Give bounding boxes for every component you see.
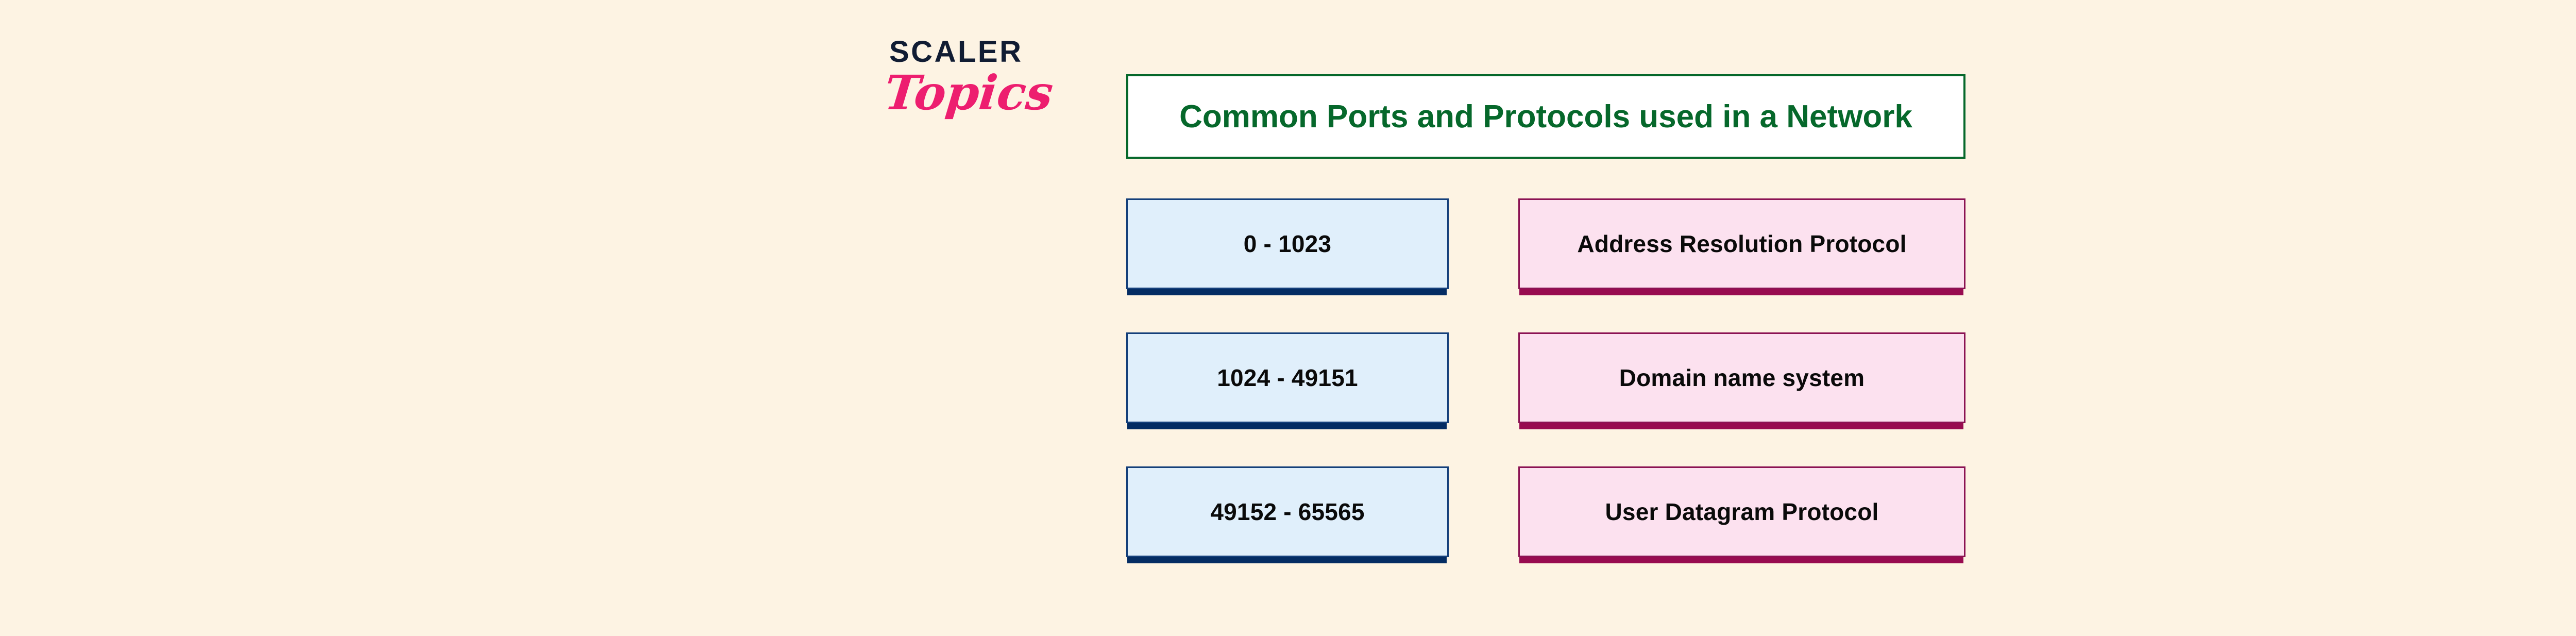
- port-range-card-2-underbar: [1127, 423, 1447, 429]
- table-row: 1024 - 49151 Domain name system: [1126, 332, 1965, 429]
- protocol-card-3-underbar: [1519, 557, 1963, 563]
- port-range-card-2-body: 1024 - 49151: [1126, 332, 1449, 423]
- logo-wordmark-scaler: SCALER: [889, 35, 1023, 69]
- page-title-box: Common Ports and Protocols used in a Net…: [1126, 74, 1965, 159]
- protocol-label-3: User Datagram Protocol: [1605, 498, 1879, 525]
- port-range-card-1-underbar: [1127, 289, 1447, 295]
- page-title: Common Ports and Protocols used in a Net…: [1179, 98, 1912, 135]
- protocol-card-2-body: Domain name system: [1518, 332, 1965, 423]
- port-range-card-1-body: 0 - 1023: [1126, 198, 1449, 289]
- protocol-card-1-body: Address Resolution Protocol: [1518, 198, 1965, 289]
- protocol-card-2-underbar: [1519, 423, 1963, 429]
- protocol-card-1-underbar: [1519, 289, 1963, 295]
- protocol-card-3[interactable]: User Datagram Protocol: [1518, 466, 1965, 563]
- port-range-card-3[interactable]: 49152 - 65565: [1126, 466, 1449, 563]
- port-range-card-1[interactable]: 0 - 1023: [1126, 198, 1449, 295]
- table-row: 0 - 1023 Address Resolution Protocol: [1126, 198, 1965, 295]
- protocol-card-2[interactable]: Domain name system: [1518, 332, 1965, 429]
- scaler-topics-logo: SCALER Topics: [882, 35, 1056, 143]
- protocol-label-2: Domain name system: [1619, 364, 1865, 391]
- table-row: 49152 - 65565 User Datagram Protocol: [1126, 466, 1965, 563]
- logo-wordmark-topics: Topics: [882, 65, 1056, 121]
- port-range-card-3-body: 49152 - 65565: [1126, 466, 1449, 557]
- port-range-card-3-underbar: [1127, 557, 1447, 563]
- port-range-card-2[interactable]: 1024 - 49151: [1126, 332, 1449, 429]
- protocol-label-1: Address Resolution Protocol: [1577, 230, 1907, 257]
- port-range-label-3: 49152 - 65565: [1210, 498, 1365, 525]
- port-range-label-2: 1024 - 49151: [1217, 364, 1358, 391]
- protocol-card-3-body: User Datagram Protocol: [1518, 466, 1965, 557]
- port-range-label-1: 0 - 1023: [1243, 230, 1332, 257]
- protocol-card-1[interactable]: Address Resolution Protocol: [1518, 198, 1965, 295]
